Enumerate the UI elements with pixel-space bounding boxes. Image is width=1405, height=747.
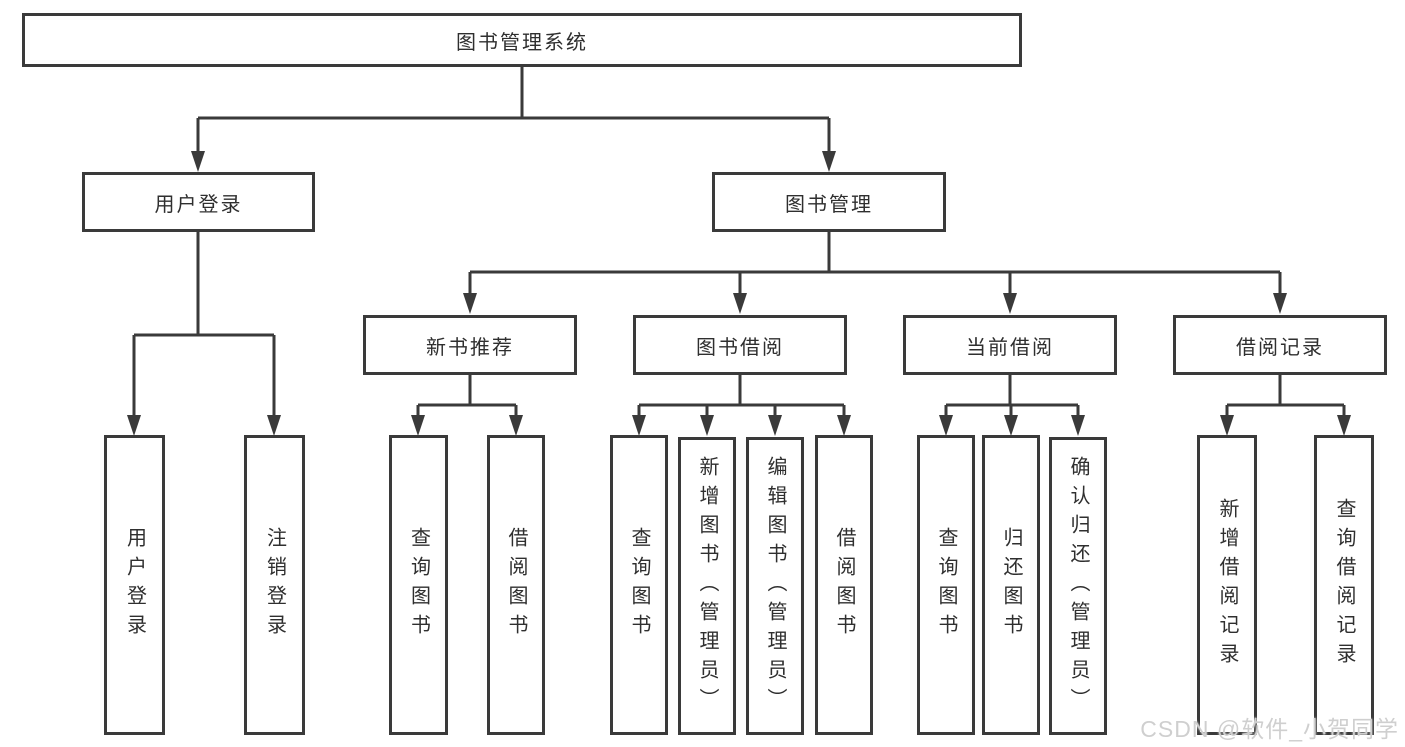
- leaf-query-book-1: 查询图书: [389, 435, 448, 735]
- leaf-borrow-book-2: 借阅图书: [815, 435, 873, 735]
- connector-user-login-children: [127, 232, 281, 436]
- connector-new-book-children: [411, 375, 523, 436]
- csdn-watermark: CSDN @软件_小贺同学: [1140, 716, 1399, 742]
- node-new-book-recommend: 新书推荐: [363, 315, 577, 375]
- connector-current-borrow-children: [939, 375, 1085, 436]
- leaf-logout: 注销登录: [244, 435, 305, 735]
- leaf-confirm-return-admin: 确认归还（管理员）: [1049, 437, 1107, 735]
- leaf-edit-book-admin: 编辑图书（管理员）: [746, 437, 804, 735]
- leaf-query-book-3: 查询图书: [917, 435, 975, 735]
- leaf-borrow-book-1: 借阅图书: [487, 435, 545, 735]
- node-book-borrow: 图书借阅: [633, 315, 847, 375]
- connector-book-borrow-children: [632, 375, 851, 436]
- leaf-query-book-2: 查询图书: [610, 435, 668, 735]
- node-current-borrow: 当前借阅: [903, 315, 1117, 375]
- node-root-system: 图书管理系统: [22, 13, 1022, 67]
- node-user-login: 用户登录: [82, 172, 315, 232]
- node-borrow-record: 借阅记录: [1173, 315, 1387, 375]
- leaf-user-login: 用户登录: [104, 435, 165, 735]
- connector-root-to-level2: [191, 67, 836, 172]
- leaf-return-book: 归还图书: [982, 435, 1040, 735]
- node-book-management: 图书管理: [712, 172, 946, 232]
- leaf-add-borrow-record: 新增借阅记录: [1197, 435, 1257, 735]
- connector-book-management-to-level3: [463, 232, 1287, 314]
- leaf-query-borrow-record: 查询借阅记录: [1314, 435, 1374, 735]
- leaf-add-book-admin: 新增图书（管理员）: [678, 437, 736, 735]
- connector-borrow-record-children: [1220, 375, 1351, 436]
